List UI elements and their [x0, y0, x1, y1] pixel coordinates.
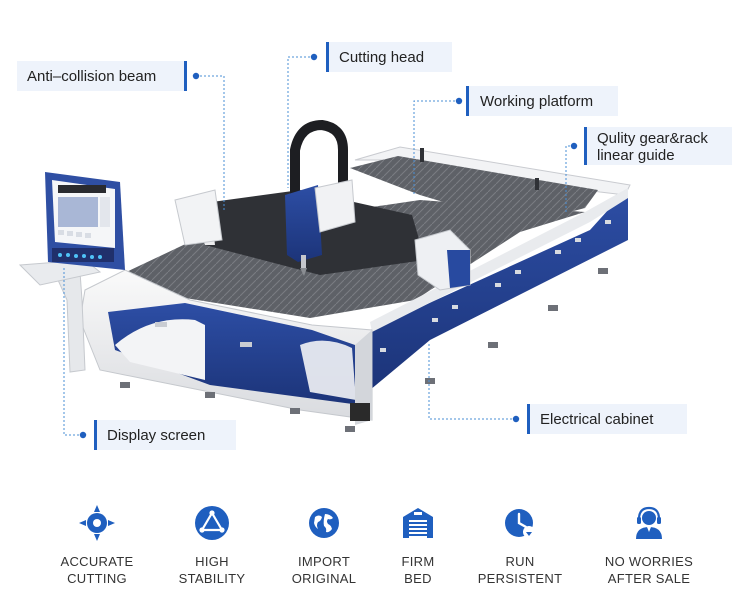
leader-electrical-cabinet [428, 342, 516, 420]
callout-electrical-cabinet: Electrical cabinet [527, 404, 687, 434]
callout-leader-lines [63, 53, 578, 439]
feature-high-line2: STABILITY [178, 571, 246, 586]
dot-electrical-cabinet [512, 415, 520, 423]
dot-cutting-head [310, 53, 318, 61]
triangle-network-icon [195, 506, 229, 540]
callout-working-platform: Working platform [466, 86, 618, 116]
feature-no-worries-line2: AFTER SALE [607, 571, 691, 586]
feature-firm-bed: FIRM BED [358, 505, 478, 587]
clock-arrow-icon [505, 509, 535, 538]
feature-import-line1: IMPORT [297, 554, 351, 569]
feature-accurate-line1: ACCURATE [60, 554, 134, 569]
feature-accurate-cutting: ACCURATE CUTTING [37, 505, 157, 587]
feature-accurate-line2: CUTTING [67, 571, 127, 586]
leader-cutting-head [287, 56, 314, 188]
feature-row: ACCURATE CUTTING HIGH STABILITY [0, 505, 750, 605]
crosshair-icon [79, 505, 115, 541]
leader-working-platform [413, 100, 459, 195]
leader-anti-collision [196, 75, 225, 212]
leader-display-screen [63, 268, 83, 436]
feature-firm-line2: BED [404, 571, 432, 586]
dot-anti-collision [192, 72, 200, 80]
callout-working-platform-label: Working platform [480, 92, 594, 110]
feature-import-original: IMPORT ORIGINAL [264, 505, 384, 587]
feature-run-line1: RUN [505, 554, 535, 569]
dot-working-platform [455, 97, 463, 105]
feature-high-line1: HIGH [195, 554, 229, 569]
dot-gear-rack [570, 142, 578, 150]
feature-firm-line1: FIRM [401, 554, 435, 569]
warehouse-icon [403, 508, 433, 538]
laser-cutting-machine-illustration [18, 119, 631, 432]
cutting-head-arch [290, 119, 348, 205]
callout-display-screen: Display screen [94, 420, 236, 450]
callout-electrical-cabinet-label: Electrical cabinet [540, 410, 654, 428]
callout-gear-rack-line1: Qulity gear&rack [597, 130, 708, 147]
feature-no-worries: NO WORRIES AFTER SALE [589, 505, 709, 587]
callout-gear-rack-line2: linear guide [597, 147, 675, 164]
leader-gear-rack [565, 145, 574, 212]
cutting-head [285, 185, 322, 262]
support-agent-icon [636, 506, 662, 539]
working-platform-mesh [350, 156, 598, 225]
bed-side-right [370, 188, 628, 390]
globe-icon [309, 508, 339, 538]
callout-display-screen-label: Display screen [107, 426, 206, 444]
callout-anti-collision-beam: Anti–collision beam [17, 61, 187, 91]
feature-run-persistent: RUN PERSISTENT [460, 505, 580, 587]
callout-cutting-head: Cutting head [326, 42, 452, 72]
feature-run-line2: PERSISTENT [477, 571, 563, 586]
dot-display-screen [79, 431, 87, 439]
callout-anti-collision-label: Anti–collision beam [27, 67, 157, 85]
feature-no-worries-line1: NO WORRIES [604, 554, 694, 569]
callout-cutting-head-label: Cutting head [339, 48, 425, 66]
feature-high-stability: HIGH STABILITY [152, 505, 272, 587]
callout-gear-rack: Qulity gear&rack linear guide [584, 127, 732, 165]
feature-import-line2: ORIGINAL [291, 571, 357, 586]
